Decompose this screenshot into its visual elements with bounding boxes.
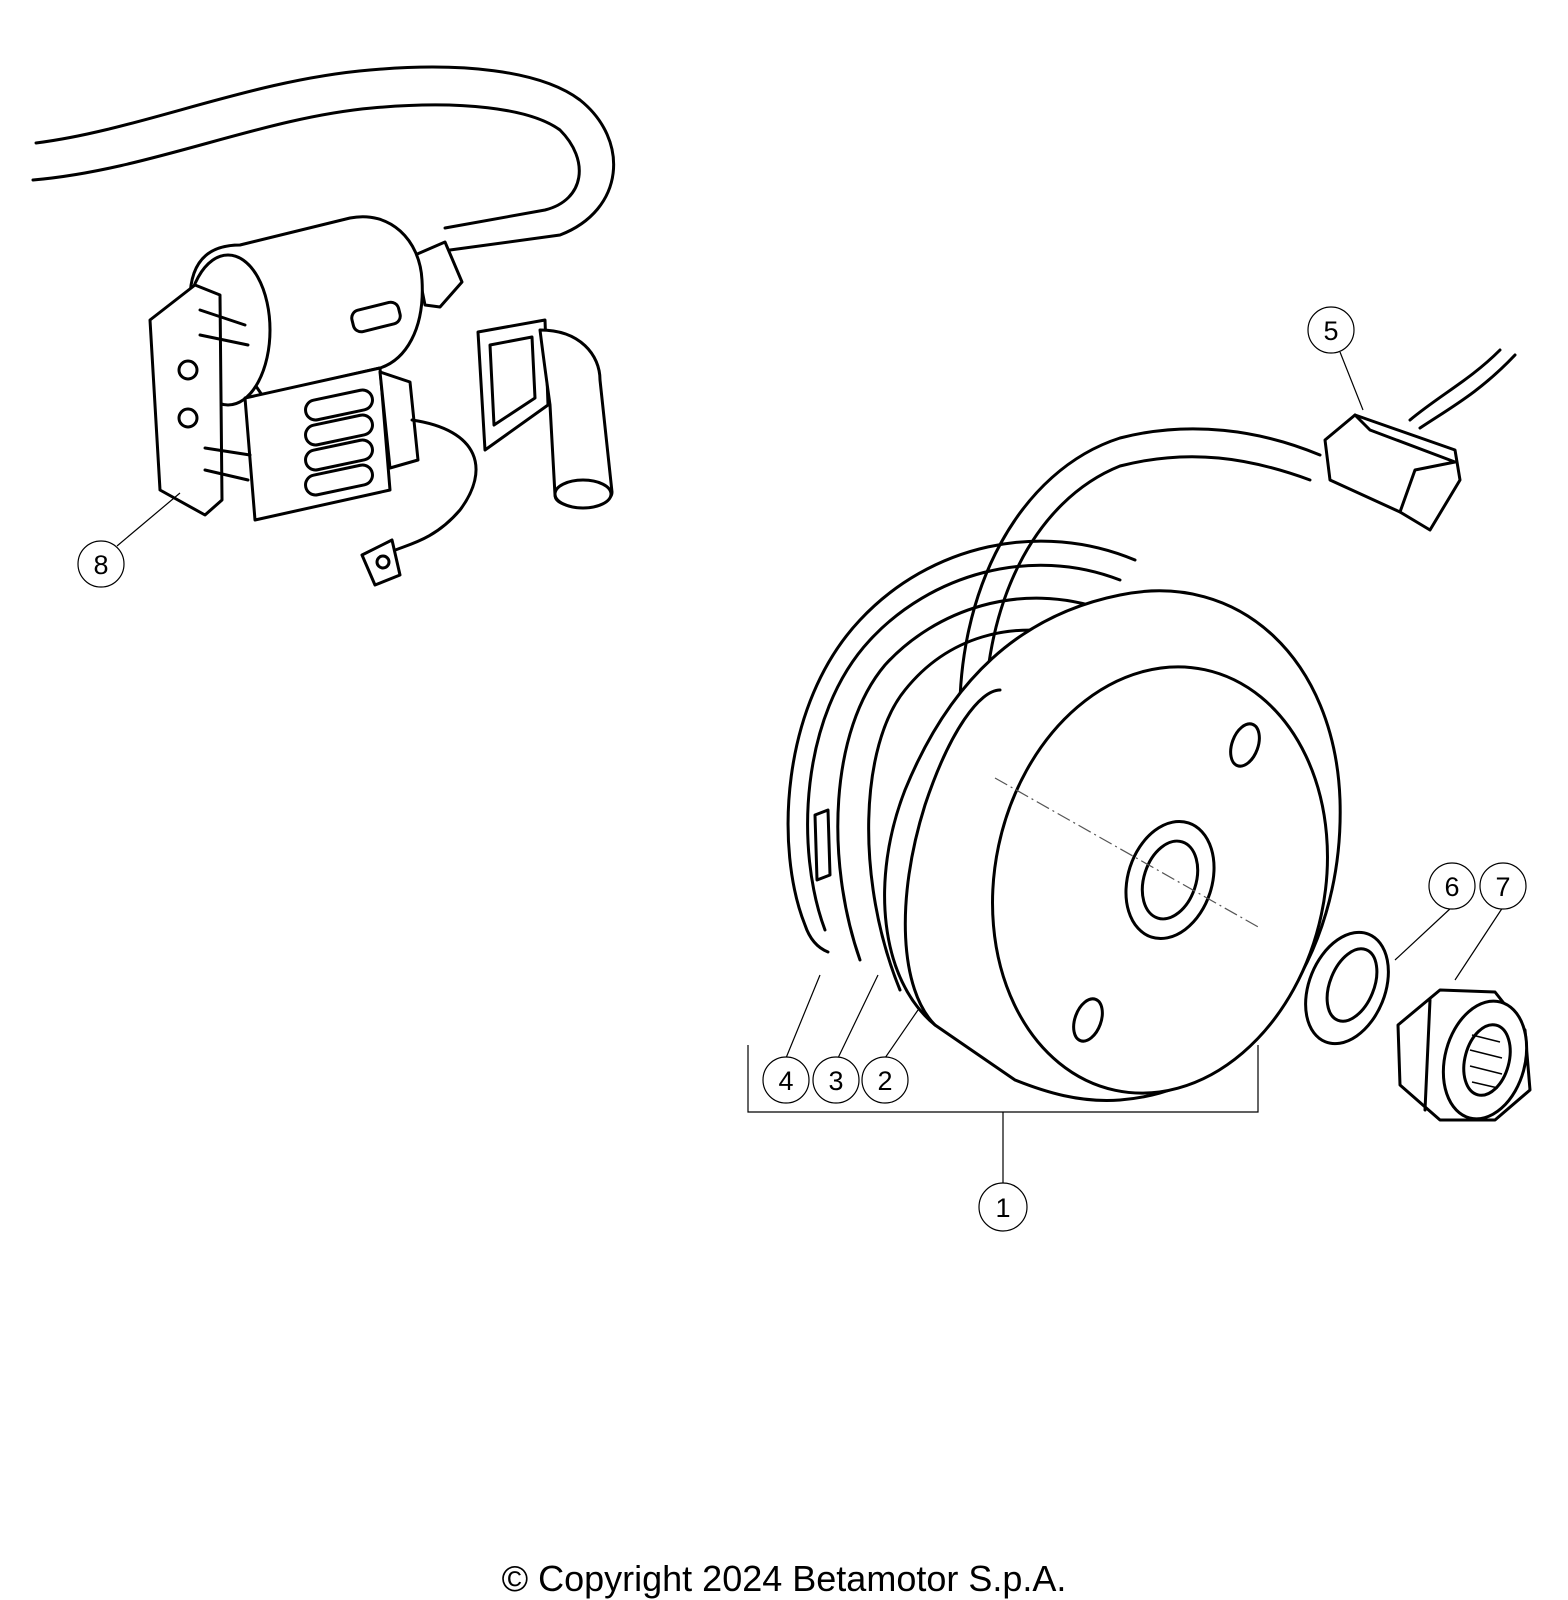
callout-3: 3 (812, 1056, 860, 1104)
callout-6: 6 (1428, 862, 1476, 910)
callout-1: 1 (978, 1182, 1028, 1232)
callout-7: 7 (1479, 862, 1527, 910)
callout-4: 4 (762, 1056, 810, 1104)
callout-8: 8 (77, 540, 125, 588)
callout-7-label: 7 (1495, 872, 1510, 902)
callout-5: 5 (1307, 306, 1355, 354)
copyright-notice: © Copyright 2024 Betamotor S.p.A. (501, 1558, 1067, 1599)
flywheel-assembly-drawing (786, 348, 1517, 1102)
callout-8-label: 8 (93, 550, 108, 580)
callout-2-label: 2 (877, 1066, 892, 1096)
callout-2: 2 (861, 1056, 909, 1104)
assembly-bracket (747, 1045, 1259, 1183)
nut-drawing (1396, 988, 1532, 1122)
callout-3-label: 3 (828, 1066, 843, 1096)
callout-6-label: 6 (1444, 872, 1459, 902)
leader-lines (116, 351, 1504, 1059)
callout-5-label: 5 (1323, 316, 1338, 346)
callout-1-label: 1 (995, 1193, 1010, 1223)
ignition-coil-drawing (31, 65, 616, 587)
callout-4-label: 4 (778, 1066, 793, 1096)
washer-drawing (1304, 930, 1390, 1046)
